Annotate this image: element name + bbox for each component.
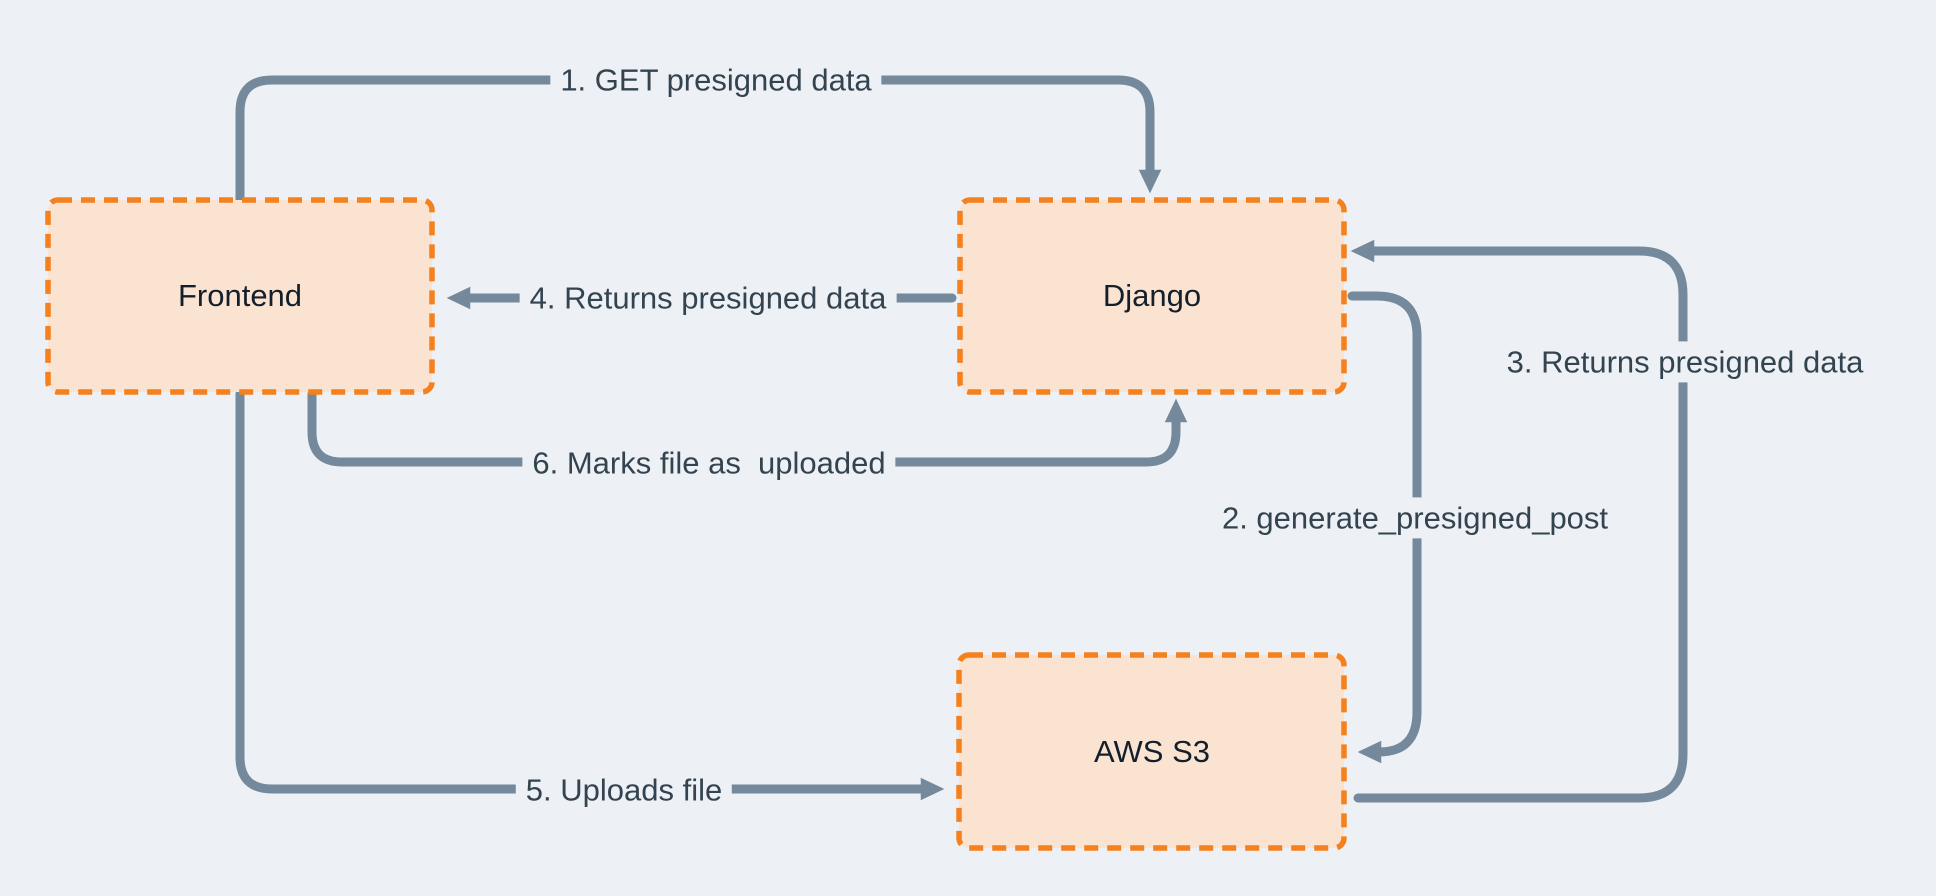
edge-3-returns-presigned-data-path: [1350, 239, 1688, 803]
aws-s3-node-box: [956, 652, 1347, 851]
edge-label-4-returns-presigned-data: 4. Returns presigned data: [519, 277, 897, 319]
aws-s3-node-label: AWS S3: [1094, 734, 1210, 769]
frontend-node-box: [45, 197, 435, 395]
django-node-box: [957, 197, 1347, 395]
edge-5-uploads-file-path: [235, 389, 945, 801]
django-node-label: Django: [1102, 278, 1202, 313]
edge-label-6-marks-file-uploaded: 6. Marks file as uploaded: [522, 442, 896, 484]
frontend-node-label: Frontend: [177, 278, 303, 313]
edge-label-1-get-presigned-data: 1. GET presigned data: [550, 59, 882, 101]
edge-label-2-generate-presigned-post: 2. generate_presigned_post: [1211, 497, 1619, 539]
edge-label-3-returns-presigned-data: 3. Returns presigned data: [1496, 341, 1874, 383]
edge-label-5-uploads-file: 5. Uploads file: [515, 769, 733, 811]
edge-2-generate-presigned-post-path: [1347, 291, 1422, 764]
